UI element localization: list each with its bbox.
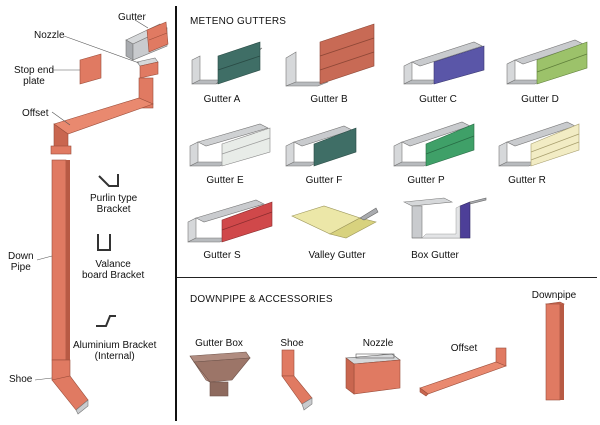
gutter-s-label: Gutter S: [203, 250, 241, 261]
assembly-gutter: [125, 21, 169, 61]
nozzle-illustration: [345, 353, 401, 395]
valley-gutter-label: Valley Gutter: [308, 250, 366, 261]
gutters-heading: METENO GUTTERS: [190, 16, 287, 27]
label-gutter: Gutter: [118, 12, 146, 23]
label-aluminium-bracket: Aluminium Bracket (Internal): [73, 340, 157, 362]
valley-gutter-illustration: [291, 205, 379, 239]
nozzle-label: Nozzle: [362, 338, 394, 349]
gutter-c-label: Gutter C: [419, 94, 457, 105]
gutter-e-label: Gutter E: [206, 175, 244, 186]
gutter-d-illustration: [506, 39, 588, 85]
box-gutter-face: [459, 201, 471, 239]
gutter-e-illustration: [189, 123, 271, 167]
downpipe-heading: DOWNPIPE & ACCESSORIES: [190, 294, 333, 305]
assembly-down-pipe: [51, 159, 70, 361]
assembly-offset: [50, 77, 154, 155]
gutter-a-illustration: [191, 41, 263, 85]
vertical-divider: [175, 6, 177, 421]
gutter-p-illustration: [393, 121, 475, 167]
valance-bracket-icon: [97, 234, 111, 251]
gutter-f-illustration: [285, 125, 357, 167]
label-offset: Offset: [22, 108, 49, 119]
offset-illustration: [419, 347, 507, 397]
leader-lines: [34, 19, 149, 381]
gutter-b-face: [319, 23, 375, 85]
gutter-box-label: Gutter Box: [195, 338, 243, 349]
label-nozzle: Nozzle: [34, 30, 65, 41]
box-gutter-illustration: [402, 197, 487, 239]
downpipe-illustration: [545, 301, 565, 401]
box-gutter-label: Box Gutter: [411, 250, 459, 261]
gutter-s-illustration: [187, 199, 273, 243]
gutter-e-face: [221, 127, 271, 167]
gutter-f-label: Gutter F: [305, 175, 343, 186]
offset-label: Offset: [450, 343, 478, 354]
label-stop-end-plate: Stop end plate: [14, 65, 55, 87]
gutter-d-label: Gutter D: [521, 94, 559, 105]
shoe-illustration: [281, 349, 313, 411]
horizontal-divider: [177, 277, 597, 278]
gutter-b-label: Gutter B: [310, 94, 348, 105]
gutter-r-illustration: [498, 121, 580, 167]
gutter-c-face: [433, 45, 485, 85]
label-valance-bracket: Valance board Bracket: [82, 259, 145, 281]
label-shoe: Shoe: [9, 374, 33, 385]
gutter-f-face: [313, 127, 357, 167]
label-down-pipe: Down Pipe: [8, 251, 34, 273]
label-purlin-bracket: Purlin type Bracket: [90, 193, 138, 215]
gutter-c-illustration: [403, 41, 485, 85]
gutter-b-illustration: [285, 23, 375, 87]
downpipe-label: Downpipe: [531, 290, 577, 301]
gutter-box-illustration: [189, 351, 251, 397]
gutter-s-face: [221, 201, 273, 243]
shoe-label: Shoe: [280, 338, 304, 349]
gutter-p-label: Gutter P: [407, 175, 445, 186]
gutter-a-label: Gutter A: [203, 94, 241, 105]
assembly-nozzle: [136, 57, 159, 79]
gutter-r-label: Gutter R: [508, 175, 546, 186]
assembly-shoe: [51, 359, 89, 415]
aluminium-bracket-icon: [96, 315, 116, 327]
assembly-stop-end-plate: [79, 53, 102, 85]
purlin-bracket-icon: [98, 174, 119, 187]
assembly-illustration: [34, 19, 169, 415]
